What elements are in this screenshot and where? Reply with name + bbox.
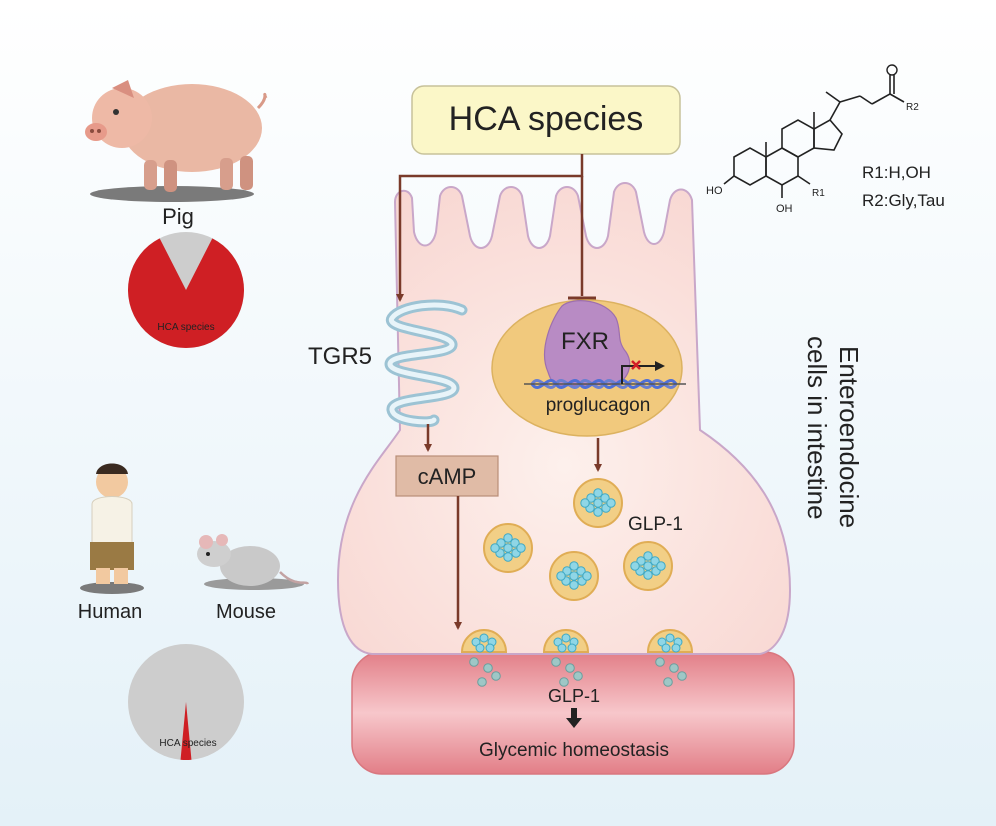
proglucagon-label: proglucagon xyxy=(546,395,651,416)
arrow-to-tgr5 xyxy=(396,154,584,302)
r1-label: R1:H,OH xyxy=(862,163,931,182)
block-x-icon xyxy=(631,360,641,370)
glp1-vesicle-label: GLP-1 xyxy=(628,514,683,535)
glp1-vesicles xyxy=(483,478,673,601)
secreting-vesicle xyxy=(460,629,508,687)
down-arrow-icon xyxy=(566,708,582,728)
pig-label: Pig xyxy=(162,204,194,229)
camp-box: cAMP xyxy=(395,455,499,497)
pig-icon xyxy=(85,80,268,202)
secreting-vesicle xyxy=(646,629,694,687)
glp1-vesicle xyxy=(623,541,673,591)
svg-text:R1: R1 xyxy=(812,188,825,199)
glp1-vesicle xyxy=(573,478,623,528)
tgr5-receptor: TGR5 xyxy=(308,299,468,428)
cell-title-line1: Enteroendocine xyxy=(834,346,864,528)
tgr5-label: TGR5 xyxy=(308,343,372,370)
glp1-blood-label: GLP-1 xyxy=(548,686,600,706)
secreting-vesicle xyxy=(542,629,590,687)
dna-helix xyxy=(524,379,686,389)
human-icon xyxy=(80,463,144,594)
hca-pathways xyxy=(396,154,596,302)
svg-text:R2: R2 xyxy=(906,102,919,113)
pig-pie-chart: HCA species xyxy=(127,232,244,348)
cell-title: Enteroendocine cells in intestine xyxy=(802,336,864,528)
secretion-vesicles xyxy=(460,629,694,687)
carbonyl-oxygen-icon xyxy=(886,64,898,76)
svg-text:HO: HO xyxy=(706,185,723,197)
pig-pie-label: HCA species xyxy=(157,322,214,333)
nucleus: FXR proglucagon xyxy=(491,299,686,437)
human-mouse-pie-chart: HCA species xyxy=(128,644,244,760)
structure-labels: HO OH R1 R2 R1:H,OH R2:Gly,Tau xyxy=(706,64,945,215)
hca-species-box: HCA species xyxy=(411,85,681,155)
human-label: Human xyxy=(78,601,142,623)
cell-title-line2: cells in intestine xyxy=(802,336,832,520)
bile-acid-structure xyxy=(723,74,905,198)
mouse-label: Mouse xyxy=(216,601,276,623)
transcription-arrow xyxy=(621,361,665,384)
hca-species-label: HCA species xyxy=(449,100,644,138)
mouse-icon xyxy=(197,534,310,590)
human-mouse-pie-label: HCA species xyxy=(159,738,216,749)
glp1-vesicle xyxy=(483,523,533,573)
glycemic-homeostasis-label: Glycemic homeostasis xyxy=(479,740,669,761)
fxr-label: FXR xyxy=(561,328,609,355)
r2-label: R2:Gly,Tau xyxy=(862,191,945,210)
svg-text:OH: OH xyxy=(776,203,793,215)
glp1-vesicle xyxy=(549,551,599,601)
camp-label: cAMP xyxy=(418,464,477,489)
